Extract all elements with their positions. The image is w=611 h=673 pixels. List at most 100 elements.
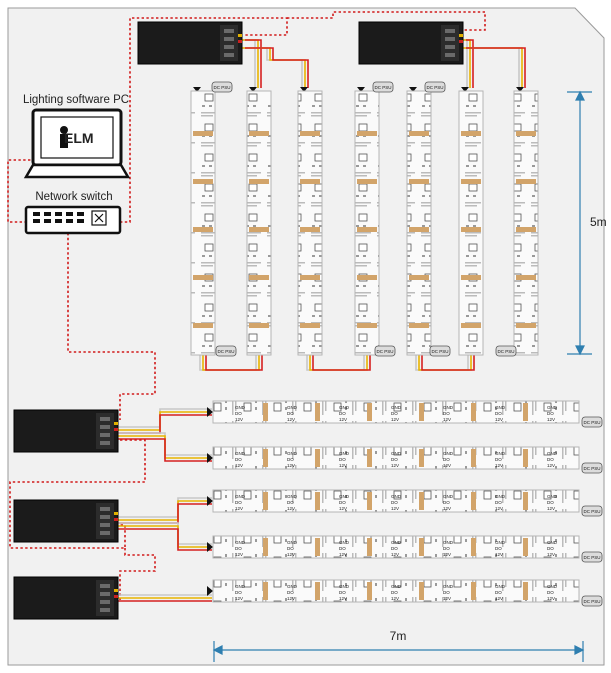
strip-pin-label: DO (391, 590, 398, 595)
strip-pin-label: DO (339, 457, 346, 462)
psu-tag: DC PSU (581, 462, 603, 474)
psu-tag: DC PSU (581, 551, 603, 563)
strip-pin-label: DO (391, 500, 398, 505)
strip-pin-label: GND (391, 405, 402, 410)
copper-pad (471, 449, 476, 467)
connector-arrow-icon (249, 87, 257, 92)
network-switch: Network switch (24, 191, 122, 235)
copper-pad (419, 538, 424, 556)
horizontal-strip-5: GNDDO12VGNDDO12VGNDDO12VGNDDO12VGNDDO12V… (212, 579, 580, 603)
switch-label: Network switch (35, 191, 112, 203)
strip-pin-label: 12V (339, 463, 347, 468)
psu-tag-label: DC PSU (426, 85, 443, 90)
switch-port-icon (44, 219, 51, 223)
strip-pin-label: GND (287, 405, 298, 410)
dimension-horizontal-label: 7m (390, 629, 407, 643)
strip-pin-label: DO (287, 500, 294, 505)
copper-pad (315, 449, 320, 467)
strip-pin-label: DO (287, 457, 294, 462)
copper-pad (471, 582, 476, 600)
copper-pad (523, 582, 528, 600)
strip-pin-label: DO (547, 500, 554, 505)
dimension-horizontal (212, 641, 585, 662)
strip-pin-label: GND (339, 451, 350, 456)
switch-port-icon (77, 212, 84, 216)
strip-pin-label: 12V (495, 596, 503, 601)
copper-pad (263, 403, 268, 421)
copper-pad (367, 582, 372, 600)
copper-pad (523, 492, 528, 510)
strip-pin-label: GND (547, 494, 558, 499)
switch-port-icon (66, 219, 73, 223)
copper-pad (315, 582, 320, 600)
strip-pin-label: DO (235, 500, 242, 505)
controller-left-3 (13, 576, 119, 620)
strip-pin-label: GND (495, 584, 506, 589)
connector-arrow-icon (207, 407, 213, 417)
strip-pin-label: DO (391, 546, 398, 551)
copper-pad (461, 179, 481, 184)
controller-top-2 (358, 21, 464, 65)
copper-pad (357, 323, 377, 328)
horizontal-strip-2: GNDDO12VGNDDO12VGNDDO12VGNDDO12VGNDDO12V… (212, 446, 580, 470)
strip-pin-label: GND (391, 584, 402, 589)
psu-tag: DC PSU (211, 81, 233, 93)
connector-arrow-icon (461, 87, 469, 92)
strip-pin-label: 12V (391, 596, 399, 601)
copper-pad (516, 131, 536, 136)
strip-pin-label: 12V (495, 417, 503, 422)
strip-pin-label: DO (235, 457, 242, 462)
strip-pin-label: DO (443, 546, 450, 551)
wire-bundle-ctrl4-strip4 (118, 522, 212, 551)
psu-tag: DC PSU (581, 595, 603, 607)
strip-pin-label: GND (287, 451, 298, 456)
pc-label: Lighting software PC (23, 94, 129, 106)
strip-pin-label: 12V (287, 596, 295, 601)
strip-pin-label: DO (235, 411, 242, 416)
network-cabling (7, 11, 486, 600)
connector-arrow-icon (207, 542, 213, 552)
connector-arrow-icon (409, 87, 417, 92)
strip-pin-label: 12V (495, 552, 503, 557)
psu-tag: DC PSU (429, 345, 451, 357)
copper-pad (300, 179, 320, 184)
copper-pad (471, 492, 476, 510)
copper-pad (523, 538, 528, 556)
copper-pad (300, 323, 320, 328)
elm-logo-text: ELM (64, 130, 94, 146)
strip-pin-label: GND (235, 540, 246, 545)
strip-pin-label: GND (339, 584, 350, 589)
strip-pin-label: GND (495, 405, 506, 410)
strip-pin-label: 12V (287, 506, 295, 511)
strip-pin-label: GND (339, 540, 350, 545)
strip-pin-label: GND (391, 540, 402, 545)
strip-pin-label: GND (287, 494, 298, 499)
copper-pad (409, 227, 429, 232)
led-strips: GNDDO12VGNDDO12VGNDDO12VGNDDO12VGNDDO12V… (190, 90, 580, 603)
strip-pin-label: 12V (443, 417, 451, 422)
vertical-strip-1 (190, 90, 216, 356)
wire-loop-strip3-strip4 (306, 355, 371, 371)
strip-pin-label: GND (391, 494, 402, 499)
lighting-pc: ELM Lighting software PC (23, 94, 131, 179)
switch-port-icon (55, 212, 62, 216)
copper-pad (193, 227, 213, 232)
strip-pin-label: 12V (235, 552, 243, 557)
strip-pin-label: DO (339, 411, 346, 416)
strip-pin-label: DO (339, 590, 346, 595)
controller-left-1 (13, 409, 119, 453)
connector-arrow-icon (207, 496, 213, 506)
strip-pin-label: GND (287, 584, 298, 589)
copper-pad (357, 179, 377, 184)
strip-pin-label: DO (495, 411, 502, 416)
copper-pad (461, 323, 481, 328)
psu-tag-label: DC PSU (583, 466, 600, 471)
copper-pad (367, 538, 372, 556)
copper-pad (516, 323, 536, 328)
strip-pin-label: GND (495, 451, 506, 456)
copper-pad (367, 449, 372, 467)
copper-pad (516, 275, 536, 280)
